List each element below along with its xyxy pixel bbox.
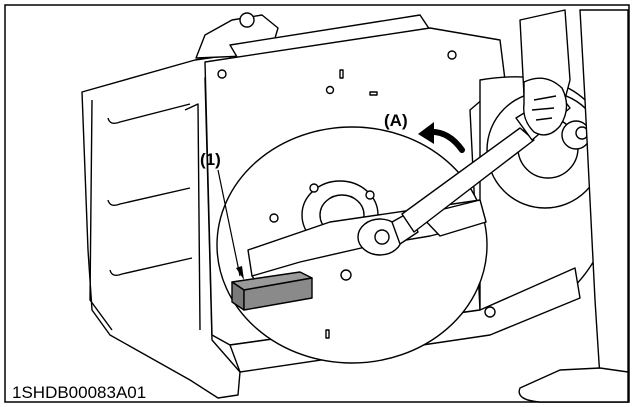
socket-center — [374, 229, 390, 245]
blade-tip — [419, 199, 487, 237]
rotation-arrowhead — [418, 122, 434, 144]
operator-boot — [518, 367, 629, 403]
bolt-head — [447, 50, 457, 60]
hub-bolt — [309, 183, 319, 193]
shroud-inner-line — [89, 99, 113, 331]
slot-mark — [369, 91, 378, 96]
shroud-slot-1 — [107, 103, 191, 125]
slot-mark — [339, 69, 344, 79]
finger-line — [531, 95, 557, 121]
shroud-edge-rib — [184, 103, 201, 331]
wrench-handle — [401, 127, 535, 233]
direction-a-label: (A) — [384, 111, 408, 130]
operator-hand — [523, 77, 568, 136]
operator-leg — [579, 9, 629, 381]
bolt-head — [217, 69, 227, 79]
disk-slot — [325, 329, 330, 339]
bracket-hole — [239, 12, 255, 28]
leader-arrowhead-1 — [236, 266, 244, 280]
shroud-slot-2 — [107, 187, 191, 207]
hub-bolt — [365, 190, 375, 200]
leader-line-1 — [217, 169, 241, 277]
wood-block-side — [243, 277, 313, 311]
mower-deck — [81, 9, 629, 403]
disk-bolt — [269, 213, 279, 223]
hub-bolt — [340, 269, 352, 281]
figure-code: 1SHDB00083A01 — [12, 383, 146, 402]
skirt-bolt — [484, 306, 496, 318]
shroud-slot-3 — [109, 257, 193, 277]
bolt-head — [325, 85, 335, 95]
wood-block — [231, 271, 313, 311]
part-1-label: (1) — [200, 150, 221, 169]
